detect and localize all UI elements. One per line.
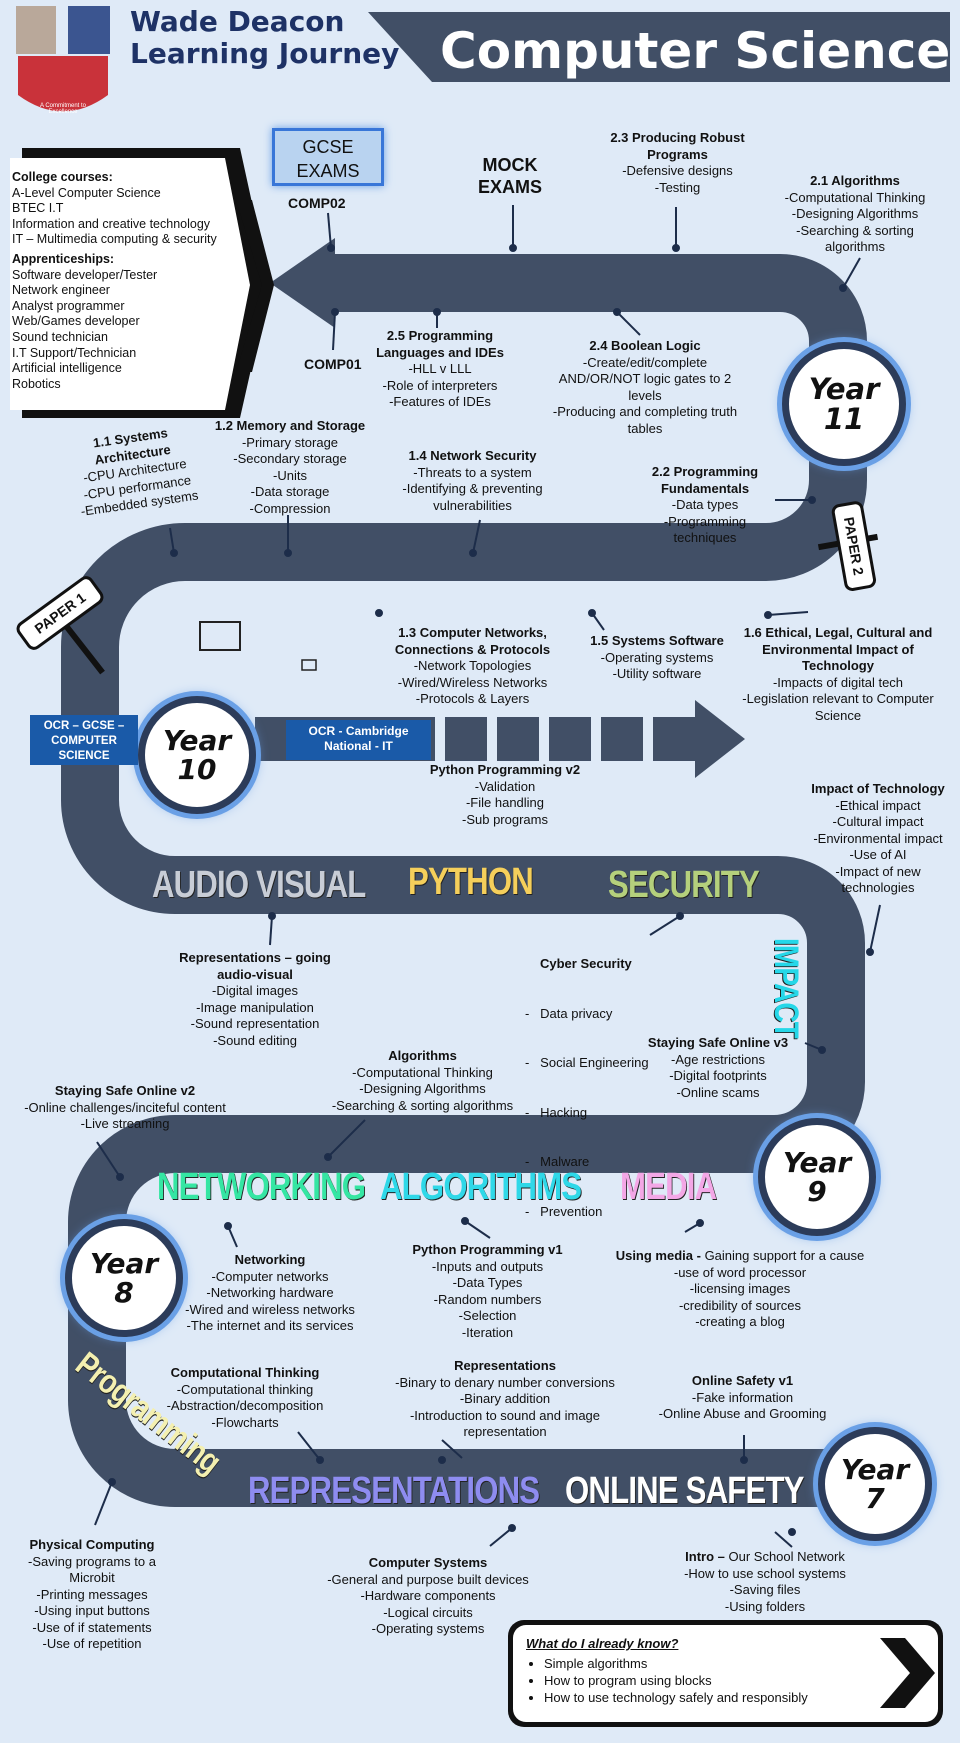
road-year7-10	[61, 523, 870, 1507]
topic-audio-visual: AUDIO VISUAL	[152, 864, 366, 906]
topic-algorithms: ALGORITHMS	[380, 1166, 582, 1208]
y7-representations: Representations -Binary to denary number…	[395, 1358, 615, 1439]
computer-icon	[199, 621, 241, 651]
mock-exams-label: MOCK EXAMS	[477, 155, 542, 197]
y8-using-media: Using media - Gaining support for a caus…	[615, 1248, 865, 1329]
ocr-cambridge-badge: OCR - Cambridge National - IT	[286, 720, 431, 760]
already-know-box: What do I already know? Simple algorithm…	[526, 1636, 866, 1706]
topic-media: MEDIA	[620, 1166, 717, 1208]
college-heading: College courses:	[12, 170, 113, 184]
y11-boolean-logic: 2.4 Boolean Logic -Create/edit/complete …	[552, 338, 738, 436]
y8-python-v1: Python Programming v1 -Inputs and output…	[412, 1242, 563, 1340]
topic-networking: NETWORKING	[157, 1166, 366, 1208]
y7-online-safety-v1: Online Safety v1 -Fake information -Onli…	[658, 1373, 827, 1421]
college-item: IT – Multimedia computing & security	[12, 232, 217, 247]
apprentice-item: Artificial intelligence	[12, 361, 122, 376]
apprentice-item: Web/Games developer	[12, 314, 140, 329]
school-name-line1: Wade Deacon	[130, 5, 345, 38]
y10-systems-software: 1.5 Systems Software -Operating systems …	[590, 633, 724, 681]
y10-network-security: 1.4 Network Security -Threats to a syste…	[402, 448, 543, 513]
y9-representations-av: Representations – going audio-visual -Di…	[179, 950, 331, 1048]
y7-intro-school-network: Intro – Our School Network -How to use s…	[684, 1549, 846, 1614]
future-pathways: College courses: A-Level Computer Scienc…	[12, 170, 232, 392]
crest-motto: A Commitment to Excellence	[39, 103, 86, 115]
road-arrow-head	[270, 238, 335, 328]
y8-computational-thinking: Computational Thinking -Computational th…	[166, 1365, 324, 1430]
y11-programming-fundamentals: 2.2 Programming Fundamentals -Data types…	[651, 464, 759, 545]
network-icon	[301, 659, 317, 671]
topic-representations: REPRESENTATIONS	[248, 1470, 540, 1512]
y9-staying-safe-v3: Staying Safe Online v3 -Age restrictions…	[647, 1035, 789, 1100]
school-name-line2: Learning Journey	[130, 37, 400, 70]
topic-security: SECURITY	[608, 864, 760, 906]
apprentice-item: Network engineer	[12, 283, 110, 298]
y9-staying-safe-v2: Staying Safe Online v2 -Online challenge…	[24, 1083, 226, 1131]
apprentice-item: Software developer/Tester	[12, 267, 158, 282]
already-know-item: Simple algorithms	[544, 1655, 866, 1672]
already-know-item: How to program using blocks	[544, 1672, 866, 1689]
topic-online-safety: ONLINE SAFETY	[565, 1470, 804, 1512]
y10-memory-storage: 1.2 Memory and Storage -Primary storage …	[214, 418, 366, 516]
y9-python-v2: Python Programming v2 -Validation -File …	[429, 762, 581, 827]
already-know-title: What do I already know?	[526, 1636, 679, 1651]
y8-networking: Networking -Computer networks -Networkin…	[185, 1252, 355, 1333]
comp02-label: COMP02	[288, 195, 346, 211]
college-item: A-Level Computer Science	[12, 185, 161, 200]
college-item: BTEC I.T	[12, 201, 64, 216]
y10-ethical-legal: 1.6 Ethical, Legal, Cultural and Environ…	[742, 625, 934, 723]
apprentice-item: I.T Support/Technician	[12, 345, 137, 360]
y7-computer-systems: Computer Systems -General and purpose bu…	[327, 1555, 529, 1636]
apprentice-item: Analyst programmer	[12, 298, 125, 313]
apprentice-item: Robotics	[12, 376, 61, 391]
y9-algorithms: Algorithms -Computational Thinking -Desi…	[331, 1048, 514, 1113]
comp01-label: COMP01	[304, 356, 362, 372]
gcse-exams-box: GCSE EXAMS	[272, 128, 384, 186]
y9-impact-of-technology: Impact of Technology -Ethical impact -Cu…	[811, 781, 945, 895]
subject-title: Computer Science	[440, 22, 951, 80]
y11-robust-programs: 2.3 Producing Robust Programs -Defensive…	[610, 130, 745, 195]
y11-languages-ides: 2.5 Programming Languages and IDEs -HLL …	[376, 328, 504, 409]
y10-computer-networks: 1.3 Computer Networks, Connections & Pro…	[394, 625, 551, 706]
title-banner	[368, 12, 950, 82]
college-item: Information and creative technology	[12, 216, 211, 231]
y7-physical-computing: Physical Computing -Saving programs to a…	[28, 1537, 156, 1651]
topic-python: PYTHON	[408, 861, 534, 903]
already-know-item: How to use technology safely and respons…	[544, 1689, 866, 1706]
y11-algorithms: 2.1 Algorithms -Computational Thinking -…	[784, 173, 926, 254]
y9-cyber-security: Cyber Security - Data privacy - Social E…	[525, 956, 649, 1219]
topic-impact: IMPACT	[767, 938, 805, 1038]
apprenticeships-heading: Apprenticeships:	[12, 251, 115, 266]
ocr-gcse-badge: OCR – GCSE – COMPUTER SCIENCE	[30, 715, 138, 765]
apprentice-item: Sound technician	[12, 329, 108, 344]
